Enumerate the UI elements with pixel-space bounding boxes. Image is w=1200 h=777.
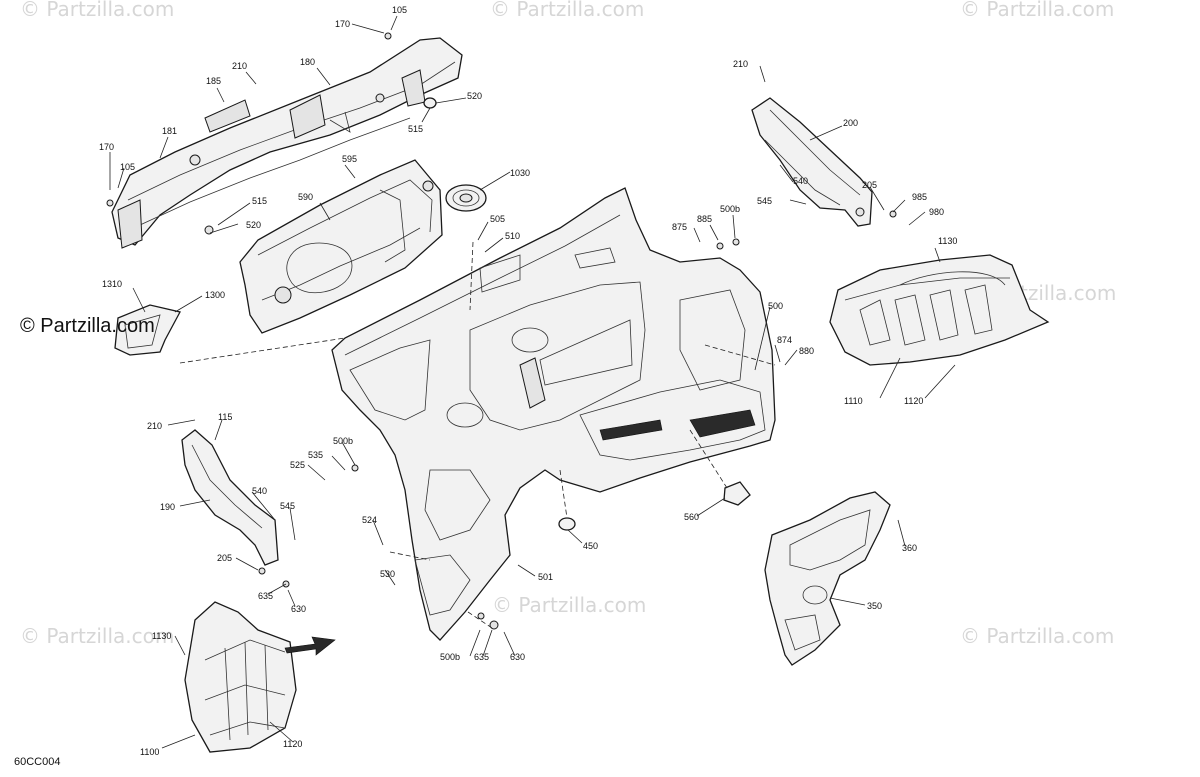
callout-label: 505 <box>490 214 505 224</box>
watermark-text: © Partzilla.com <box>960 624 1114 648</box>
callout-label: 210 <box>733 59 748 69</box>
bracket-part-200 <box>751 97 873 227</box>
guard-part-1300 <box>114 304 181 356</box>
callout-label: 980 <box>929 207 944 217</box>
callout-label: 635 <box>258 591 273 601</box>
watermark-text: © Partzilla.com <box>20 0 174 21</box>
callout-label: 545 <box>280 501 295 511</box>
callout-label: 105 <box>392 5 407 15</box>
callout-label: 170 <box>335 19 350 29</box>
callout-label: 1310 <box>102 279 122 289</box>
callout-label: 515 <box>408 124 423 134</box>
callout-label: 190 <box>160 502 175 512</box>
callout-label: 450 <box>583 541 598 551</box>
callout-label: 205 <box>862 180 877 190</box>
callout-label: 1130 <box>938 236 957 246</box>
callout-label: 500b <box>440 652 460 662</box>
diagram-code: 60CC004 <box>14 756 60 768</box>
callout-label: 1300 <box>205 290 225 300</box>
callout-label: 885 <box>697 214 712 224</box>
callout-label: 180 <box>300 57 315 67</box>
callout-label: 590 <box>298 192 313 202</box>
assembly-lines <box>179 241 776 629</box>
callout-label: 540 <box>252 486 267 496</box>
callout-label: 210 <box>232 61 247 71</box>
cap-part-1030 <box>445 184 487 212</box>
callout-label: 500b <box>720 204 740 214</box>
callout-label: 1100 <box>140 747 159 757</box>
watermark-text: © Partzilla.com <box>492 593 646 617</box>
callout-label: 1130 <box>152 631 171 641</box>
callout-label: 170 <box>99 142 114 152</box>
callout-label: 510 <box>505 231 520 241</box>
callout-label: 1030 <box>510 168 530 178</box>
callout-label: 875 <box>672 222 687 232</box>
plate-part-350 <box>764 491 891 666</box>
callout-label: 1110 <box>844 396 863 406</box>
callout-label: 1120 <box>904 396 923 406</box>
callout-label: 525 <box>290 460 305 470</box>
callout-label: 350 <box>867 601 882 611</box>
callout-label: 880 <box>799 346 814 356</box>
callout-label: 185 <box>206 76 221 86</box>
callout-label: 520 <box>246 220 261 230</box>
leader-lines <box>109 15 956 749</box>
callout-label: 500 <box>768 301 783 311</box>
callout-label: 874 <box>777 335 792 345</box>
callout-label: 501 <box>538 572 553 582</box>
callout-label: 200 <box>843 118 858 128</box>
rail-part-180 <box>111 37 463 249</box>
bracket-part-190 <box>181 429 279 566</box>
callout-labels: 105 170 210 180 185 520 515 181 170 105 515 520 595 5… <box>99 5 957 757</box>
callout-label: 530 <box>380 569 395 579</box>
callout-label: 115 <box>218 412 232 422</box>
callout-label: 1120 <box>283 739 302 749</box>
callout-label: 630 <box>510 652 525 662</box>
copyright-text: © Partzilla.com <box>20 315 155 337</box>
guard-part-1100 <box>184 601 297 753</box>
plate-part-1110 <box>829 254 1050 366</box>
watermark-text: © Partzilla.com <box>20 624 174 648</box>
watermark-text: © Partzilla.com <box>960 0 1114 21</box>
callout-label: 105 <box>120 162 135 172</box>
callout-label: 635 <box>474 652 489 662</box>
direction-arrow <box>284 636 336 656</box>
callout-label: 535 <box>308 450 323 460</box>
watermark-text: © Partzilla.com <box>490 0 644 21</box>
callout-label: 360 <box>902 543 917 553</box>
callout-label: 524 <box>362 515 377 525</box>
callout-label: 210 <box>147 421 162 431</box>
callout-label: 545 <box>757 196 772 206</box>
panel-part-590 <box>239 159 443 334</box>
callout-label: 181 <box>162 126 177 136</box>
callout-label: 500b <box>333 436 353 446</box>
callout-label: 540 <box>793 176 808 186</box>
callout-label: 985 <box>912 192 927 202</box>
callout-label: 520 <box>467 91 482 101</box>
callout-label: 560 <box>684 512 699 522</box>
callout-label: 595 <box>342 154 357 164</box>
callout-label: 205 <box>217 553 232 563</box>
callout-label: 515 <box>252 196 267 206</box>
callout-label: 630 <box>291 604 306 614</box>
main-body-part-500 <box>331 187 776 641</box>
small-hardware <box>106 32 897 630</box>
